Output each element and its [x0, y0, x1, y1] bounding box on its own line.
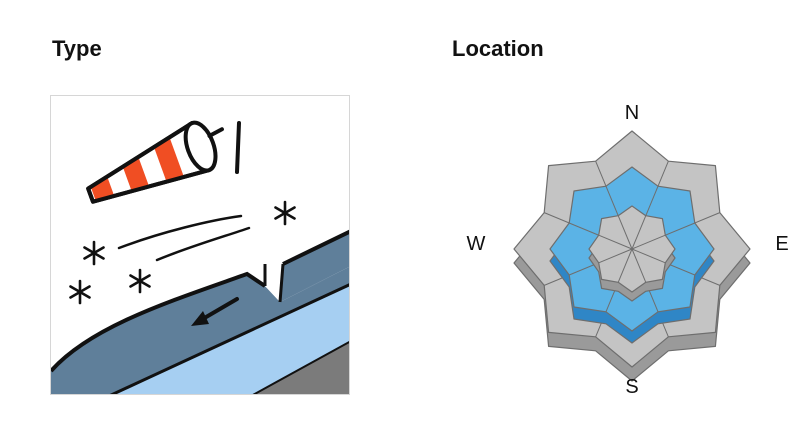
snow-slab: [51, 267, 349, 394]
sector-divider-south-west: [598, 248, 633, 264]
wind-line: [117, 214, 243, 250]
location-heading: Location: [452, 36, 544, 61]
snowflakes: [69, 200, 296, 305]
compass-label-west: W: [466, 233, 486, 255]
upper-slab: [280, 231, 349, 302]
sector-divider-north: [631, 215, 647, 250]
wind-slab-icon: [50, 95, 350, 395]
sector-divider-south: [617, 248, 633, 283]
windsock-pole: [235, 121, 241, 174]
sector-divider-north-west: [617, 215, 633, 250]
sector-divider-north-east: [631, 234, 666, 250]
sector-divider-west: [598, 234, 633, 250]
sector-divider-east: [631, 248, 666, 264]
compass-label-south: S: [625, 376, 639, 398]
slide-arrow: [199, 297, 239, 322]
sector-divider-south-east: [631, 248, 647, 283]
windsock: [86, 120, 224, 204]
wind-line: [155, 226, 251, 262]
compass-label-north: N: [624, 102, 640, 124]
fracture-gap: [265, 264, 283, 302]
type-heading: Type: [52, 36, 102, 61]
compass-label-east: E: [775, 233, 789, 255]
